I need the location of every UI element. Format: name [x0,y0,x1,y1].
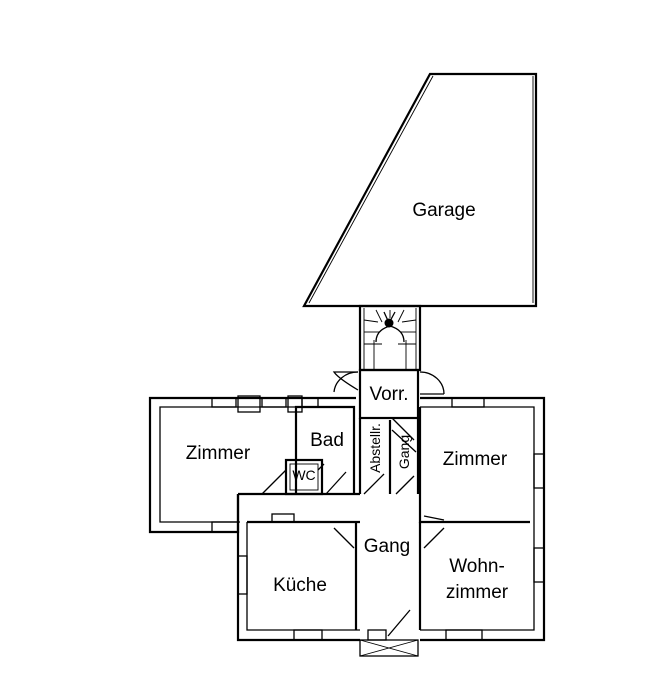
stair-curve [375,325,405,343]
window [451,397,485,408]
window [237,395,261,413]
wc [284,458,325,496]
vorraum-outline [358,368,420,420]
room-label-kueche: Küche [273,575,327,596]
door [325,471,347,495]
vorraum [332,368,445,441]
window [445,629,483,641]
door [423,527,445,549]
entrance-step [359,639,419,657]
room-label-abstellraum: Abstellr. [367,423,383,473]
door [387,609,411,637]
window [293,629,323,641]
room-label-wohnzimmer-line1: Wohn- [449,556,505,577]
window [301,397,319,408]
window [533,547,545,583]
room-label-zimmer-right: Zimmer [443,449,508,470]
door [395,475,415,495]
room-label-zimmer-left: Zimmer [186,443,251,464]
door [363,473,385,495]
room-label-wc: WC [292,467,315,483]
garage-inner-line [308,75,434,304]
garage [302,72,538,308]
garage-outline [302,72,538,308]
window [237,555,248,595]
room-label-garage: Garage [412,200,475,221]
room-label-wohnzimmer-line2: zimmer [446,582,509,603]
stairwell [358,304,422,372]
window [211,397,237,408]
bad-walls [294,405,356,494]
door [261,469,287,495]
door-arc-right [419,371,445,395]
wc-outline [284,458,324,496]
window [211,521,239,533]
door [391,429,417,453]
windows [211,395,545,641]
room-label-vorraum: Vorr. [369,384,408,405]
house-outline [148,396,546,657]
door [333,527,355,549]
room-label-gang-main: Gang [364,536,410,557]
room-label-bad: Bad [310,430,344,451]
window [261,397,287,408]
room-label-gang-small: Gang [396,435,412,469]
window [533,453,545,489]
door [423,515,445,521]
door-vorraum-gang [391,417,415,441]
interior-walls [238,405,530,641]
